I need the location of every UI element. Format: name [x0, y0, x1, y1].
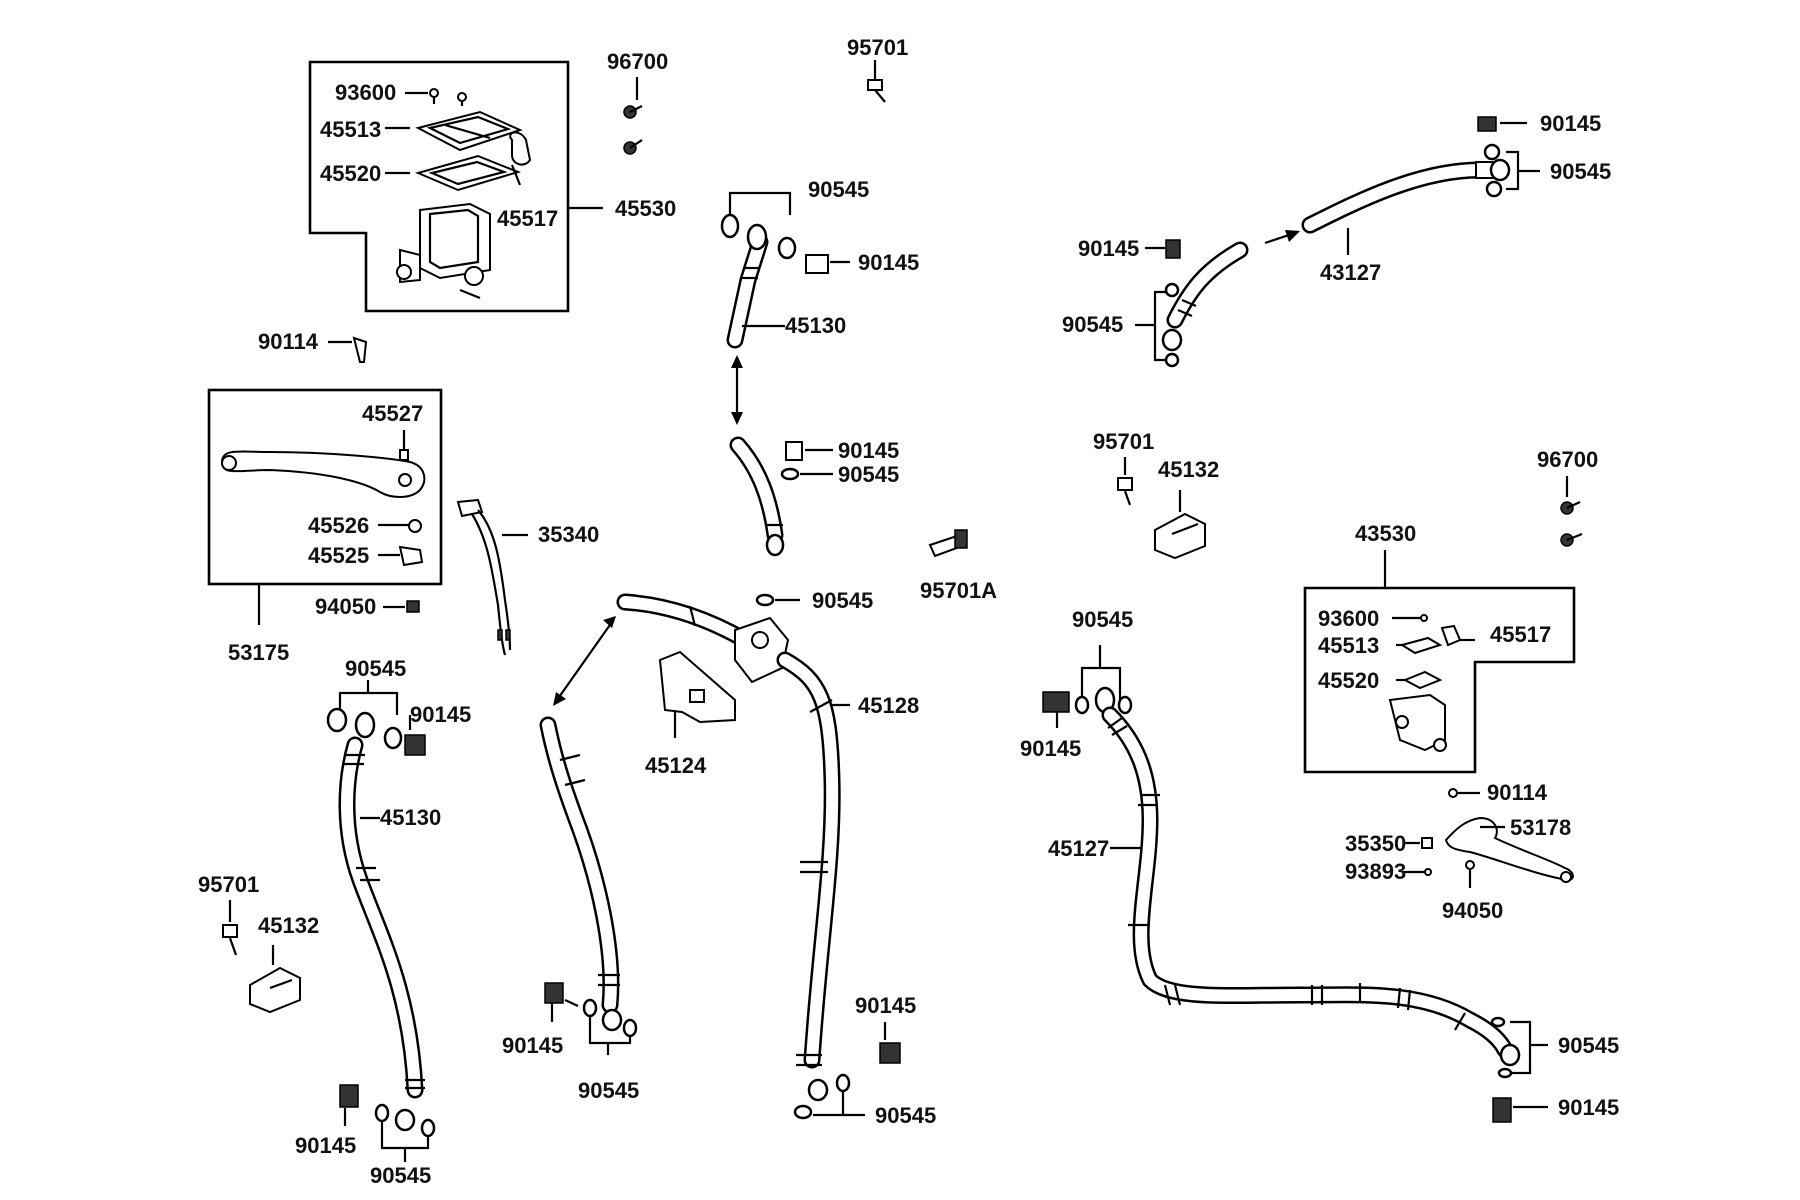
part-label: 90145	[1078, 236, 1139, 261]
part-label: 95701A	[920, 578, 997, 603]
part-label: 93600	[335, 80, 396, 105]
part-label: 90545	[345, 656, 406, 681]
part-label: 90545	[1550, 159, 1611, 184]
nut-94050-left	[383, 600, 420, 613]
part-label: 90114	[1487, 780, 1548, 805]
part-label: 35340	[538, 522, 599, 547]
part-label: 90545	[1558, 1033, 1619, 1058]
part-label: 45517	[1490, 622, 1551, 647]
part-label: 90545	[578, 1078, 639, 1103]
part-label: 90545	[838, 462, 899, 487]
part-label: 90145	[1558, 1095, 1619, 1120]
part-label: 45520	[320, 161, 381, 186]
part-label: 45517	[497, 206, 558, 231]
part-label: 35350	[1345, 831, 1406, 856]
lever-assembly-box	[207, 388, 443, 625]
hose-45128-center	[539, 593, 901, 1120]
part-label: 90545	[812, 588, 873, 613]
part-label: 45127	[1048, 836, 1109, 861]
part-label: 90114	[258, 329, 319, 354]
part-label: 90545	[370, 1163, 431, 1188]
part-label: 90145	[502, 1033, 563, 1058]
part-label: 93600	[1318, 606, 1379, 631]
bolt-clamp-left	[222, 900, 301, 1014]
part-label: 45530	[615, 196, 676, 221]
90114-screw-left	[328, 336, 368, 363]
part-label: 43530	[1355, 521, 1416, 546]
connection-arrow	[731, 355, 743, 425]
hose-segment-center	[729, 436, 833, 557]
hose-43127	[1135, 116, 1540, 368]
part-label: 90145	[1020, 736, 1081, 761]
part-label: 90145	[858, 250, 919, 275]
part-label: 90545	[1072, 607, 1133, 632]
part-label: 45130	[380, 805, 441, 830]
hose-45127	[1042, 645, 1548, 1123]
part-label: 90145	[410, 702, 471, 727]
bolt-96700	[623, 77, 643, 155]
part-label: 96700	[1537, 447, 1598, 472]
master-cylinder-assembly-box	[308, 60, 603, 313]
bolt-96700-right	[1560, 476, 1583, 547]
part-label: 45526	[308, 513, 369, 538]
part-label: 90145	[838, 438, 899, 463]
part-label: 45130	[785, 313, 846, 338]
part-label: 45513	[320, 117, 381, 142]
part-label: 45132	[1158, 457, 1219, 482]
bolt-95701a	[928, 529, 968, 558]
part-label: 45525	[308, 543, 369, 568]
part-label: 45132	[258, 913, 319, 938]
part-label: 90145	[295, 1133, 356, 1158]
part-label: 95701	[1093, 429, 1154, 454]
lever-53178	[1403, 788, 1574, 888]
part-label: 45124	[645, 753, 707, 778]
part-label: 53175	[228, 640, 289, 665]
part-label: 90145	[1540, 111, 1601, 136]
bolt-95701-top	[867, 60, 886, 103]
part-label: 96700	[607, 49, 668, 74]
bolt-clamp-right	[1117, 457, 1206, 560]
master-cylinder-right-box	[1303, 550, 1576, 774]
part-label: 94050	[1442, 898, 1503, 923]
part-label: 90545	[808, 177, 869, 202]
part-label: 45520	[1318, 668, 1379, 693]
part-label: 53178	[1510, 815, 1571, 840]
part-label: 95701	[198, 872, 259, 897]
part-label: 43127	[1320, 260, 1381, 285]
part-label: 45513	[1318, 633, 1379, 658]
hose-45130-bottom-left	[326, 680, 436, 1162]
part-label: 90545	[1062, 312, 1123, 337]
part-label: 94050	[315, 594, 376, 619]
hose-45130-top	[720, 191, 850, 349]
part-label: 90145	[855, 993, 916, 1018]
part-label: 93893	[1345, 859, 1406, 884]
brake-switch-35340	[456, 498, 528, 656]
part-label: 45128	[858, 693, 919, 718]
part-label: 95701	[847, 35, 908, 60]
part-label: 45527	[362, 401, 423, 426]
part-label: 90545	[875, 1103, 936, 1128]
